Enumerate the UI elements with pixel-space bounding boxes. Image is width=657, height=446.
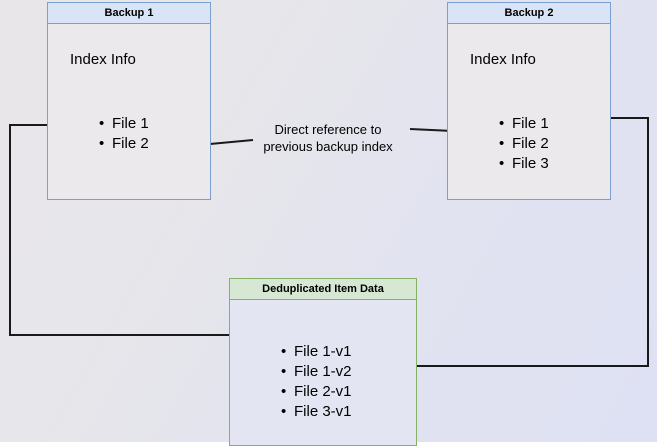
edge-label-line1: Direct reference to bbox=[274, 122, 382, 137]
node-backup2-file-list: File 1 File 2 File 3 bbox=[494, 114, 549, 174]
node-backup2-header: Backup 2 bbox=[448, 3, 610, 24]
list-item: File 1-v1 bbox=[281, 342, 351, 362]
list-item: File 3-v1 bbox=[281, 402, 351, 422]
node-backup1-subtitle: Index Info bbox=[70, 51, 136, 68]
node-backup2[interactable]: Backup 2 Index Info File 1 File 2 File 3 bbox=[447, 2, 611, 200]
list-item: File 2 bbox=[99, 134, 149, 154]
node-backup1-file-list: File 1 File 2 bbox=[94, 114, 149, 154]
node-dedup-body: File 1-v1 File 1-v2 File 2-v1 File 3-v1 bbox=[230, 300, 416, 445]
list-item: File 2 bbox=[499, 134, 549, 154]
list-item: File 3 bbox=[499, 154, 549, 174]
list-item: File 1 bbox=[499, 114, 549, 134]
node-backup2-subtitle: Index Info bbox=[470, 51, 536, 68]
list-item: File 2-v1 bbox=[281, 382, 351, 402]
node-backup1-body: Index Info File 1 File 2 bbox=[48, 24, 210, 199]
node-backup1[interactable]: Backup 1 Index Info File 1 File 2 bbox=[47, 2, 211, 200]
edge-label-direct-reference: Direct reference to previous backup inde… bbox=[252, 121, 404, 155]
node-dedup-header: Deduplicated Item Data bbox=[230, 279, 416, 300]
edge-label-line2: previous backup index bbox=[263, 139, 393, 154]
node-deduplicated-item-data[interactable]: Deduplicated Item Data File 1-v1 File 1-… bbox=[229, 278, 417, 446]
list-item: File 1 bbox=[99, 114, 149, 134]
node-backup2-body: Index Info File 1 File 2 File 3 bbox=[448, 24, 610, 199]
node-backup1-header: Backup 1 bbox=[48, 3, 210, 24]
list-item: File 1-v2 bbox=[281, 362, 351, 382]
node-dedup-file-list: File 1-v1 File 1-v2 File 2-v1 File 3-v1 bbox=[276, 342, 351, 422]
